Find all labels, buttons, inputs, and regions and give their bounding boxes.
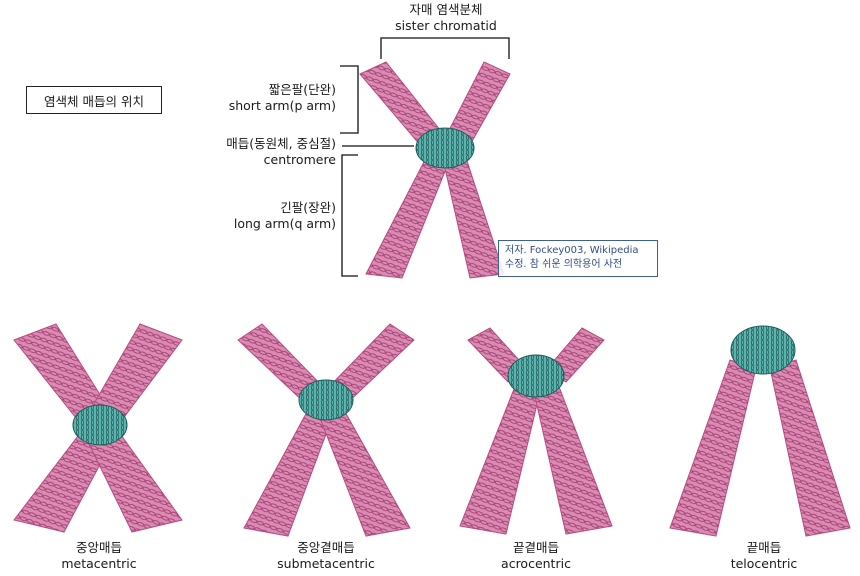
long-arm-label: 긴팔(장완) long arm(q arm) (190, 200, 336, 232)
centromere-main (415, 127, 475, 169)
chromosome-acrocentric (459, 327, 613, 535)
type-ko: 중앙매듭 (75, 540, 122, 555)
centromere-label: 매듭(동원체, 중심절) centromere (170, 136, 336, 168)
type-label-telocentric: 끝매듭 telocentric (699, 540, 829, 572)
short-arm-bracket (340, 65, 359, 134)
sister-chromatid-label: 자매 염색분체 sister chromatid (370, 2, 522, 34)
chromosome-main (359, 61, 511, 279)
short-arm-ko: 짧은팔(단완) (268, 82, 336, 97)
arm-q-right (443, 157, 505, 279)
long-arm-en: long arm(q arm) (233, 216, 336, 231)
type-en: acrocentric (501, 556, 571, 571)
centromere-en: centromere (263, 152, 336, 167)
long-arm-bracket (341, 154, 358, 277)
short-arm-en: short arm(p arm) (228, 98, 336, 113)
type-en: metacentric (61, 556, 137, 571)
chromosome-submetacentric (237, 323, 415, 537)
sister-chromatid-en: sister chromatid (395, 18, 497, 33)
type-en: submetacentric (277, 556, 375, 571)
centromere-ko: 매듭(동원체, 중심절) (226, 136, 336, 151)
type-ko: 끝곁매듭 (512, 540, 559, 555)
type-label-submetacentric: 중앙곁매듭 submetacentric (256, 540, 396, 572)
type-ko: 끝매듭 (746, 540, 782, 555)
short-arm-label: 짧은팔(단완) short arm(p arm) (190, 82, 336, 114)
figure-title: 염색체 매듭의 위치 (26, 86, 162, 114)
type-en: telocentric (730, 556, 798, 571)
credit-author: 저자. Fockey003, Wikipedia (505, 245, 639, 256)
chromosome-metacentric (13, 323, 183, 533)
sister-chromatid-ko: 자매 염색분체 (409, 2, 483, 17)
type-ko: 중앙곁매듭 (297, 540, 355, 555)
credit-modified: 수정. 참 쉬운 의학용어 사전 (505, 259, 623, 270)
sister-chromatid-bracket (380, 37, 510, 59)
credit-box: 저자. Fockey003, Wikipedia 수정. 참 쉬운 의학용어 사… (498, 240, 658, 277)
long-arm-ko: 긴팔(장완) (280, 200, 336, 215)
chromosome-telocentric (669, 325, 851, 537)
arm-q-left (365, 157, 449, 279)
type-label-acrocentric: 끝곁매듭 acrocentric (471, 540, 601, 572)
type-label-metacentric: 중앙매듭 metacentric (34, 540, 164, 572)
